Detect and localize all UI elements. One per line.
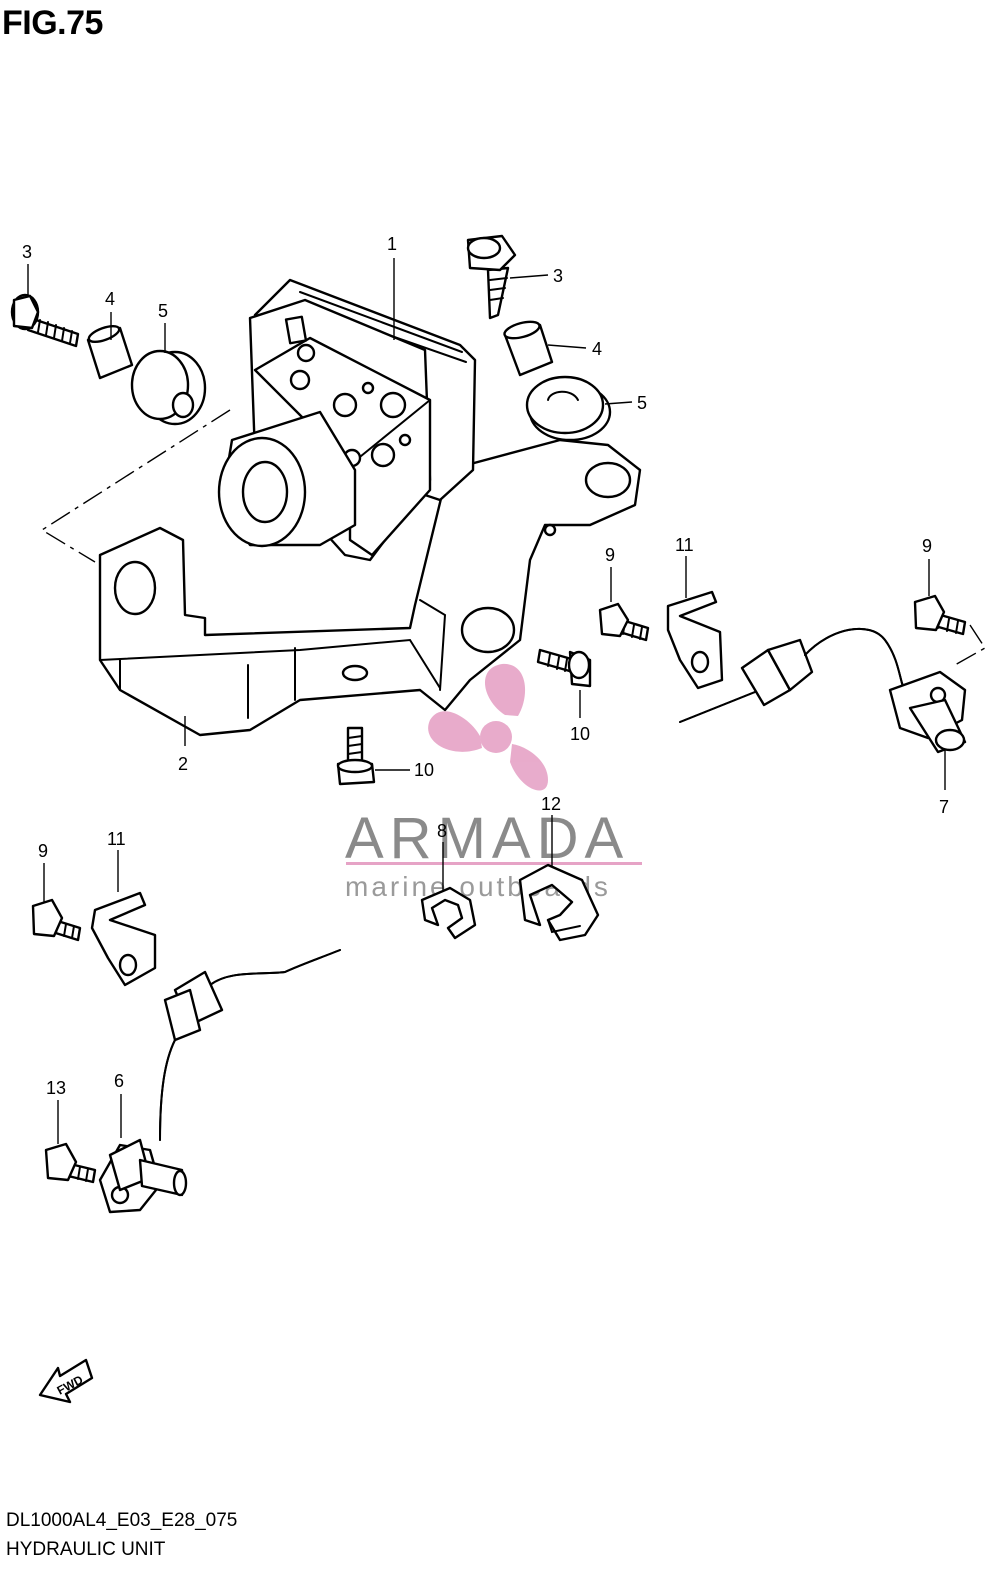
sleeve-part-4-right (503, 320, 554, 377)
hydraulic-unit-part-1 (217, 278, 477, 562)
callout-2: 2 (178, 754, 188, 774)
callout-4-right: 4 (592, 339, 602, 359)
clamp-part-12 (518, 863, 600, 942)
leader-lines (27, 258, 946, 1144)
callout-1: 1 (387, 234, 397, 254)
callout-9-right: 9 (922, 536, 932, 556)
callout-5-left: 5 (158, 301, 168, 321)
callout-5-right: 5 (637, 393, 647, 413)
clamp-part-11-right (666, 590, 724, 690)
callout-9-left: 9 (38, 841, 48, 861)
callout-13: 13 (46, 1078, 66, 1098)
callout-9-center: 9 (605, 545, 615, 565)
clamp-part-8 (420, 886, 477, 940)
callout-3-left: 3 (22, 242, 32, 262)
bolt-part-9-right (913, 594, 967, 636)
callout-11-right: 11 (675, 535, 694, 555)
watermark-rule (346, 862, 642, 865)
callout-4-left: 4 (105, 289, 115, 309)
watermark-logo (428, 663, 548, 791)
bracket-part-2 (98, 438, 642, 737)
bolt-part-9-left (31, 898, 82, 942)
wheel-speed-sensor-part-6 (98, 949, 341, 1214)
sleeve-part-4-left (86, 324, 134, 380)
callout-11-left: 11 (107, 829, 126, 849)
bolt-part-13 (44, 1142, 97, 1184)
callout-10-lower: 10 (414, 760, 434, 780)
alignment-line-right (954, 624, 986, 666)
figure-title: FIG.75 (2, 4, 103, 42)
wheel-speed-sensor-part-7 (679, 627, 967, 754)
bolt-part-3-left (10, 293, 80, 348)
callout-12: 12 (541, 794, 561, 814)
grommet-part-5-left (130, 349, 207, 426)
callout-6: 6 (114, 1071, 124, 1091)
callout-8: 8 (437, 821, 447, 841)
callout-7: 7 (939, 797, 949, 817)
callout-3-right: 3 (553, 266, 563, 286)
bolt-part-10-upper (536, 648, 592, 688)
bolt-part-3-right (466, 234, 517, 320)
diagram-subtitle: HYDRAULIC UNIT (6, 1539, 166, 1560)
bolt-part-10-lower (336, 726, 376, 786)
clamp-part-11-left (90, 891, 157, 987)
watermark-brand: ARMADA (345, 806, 629, 871)
callout-10-upper: 10 (570, 724, 590, 744)
diagram-code: DL1000AL4_E03_E28_075 (6, 1510, 238, 1531)
forward-direction-arrow-icon: FWD (38, 1358, 94, 1404)
grommet-part-5-right (525, 375, 612, 442)
bolt-part-9-center (598, 602, 650, 642)
